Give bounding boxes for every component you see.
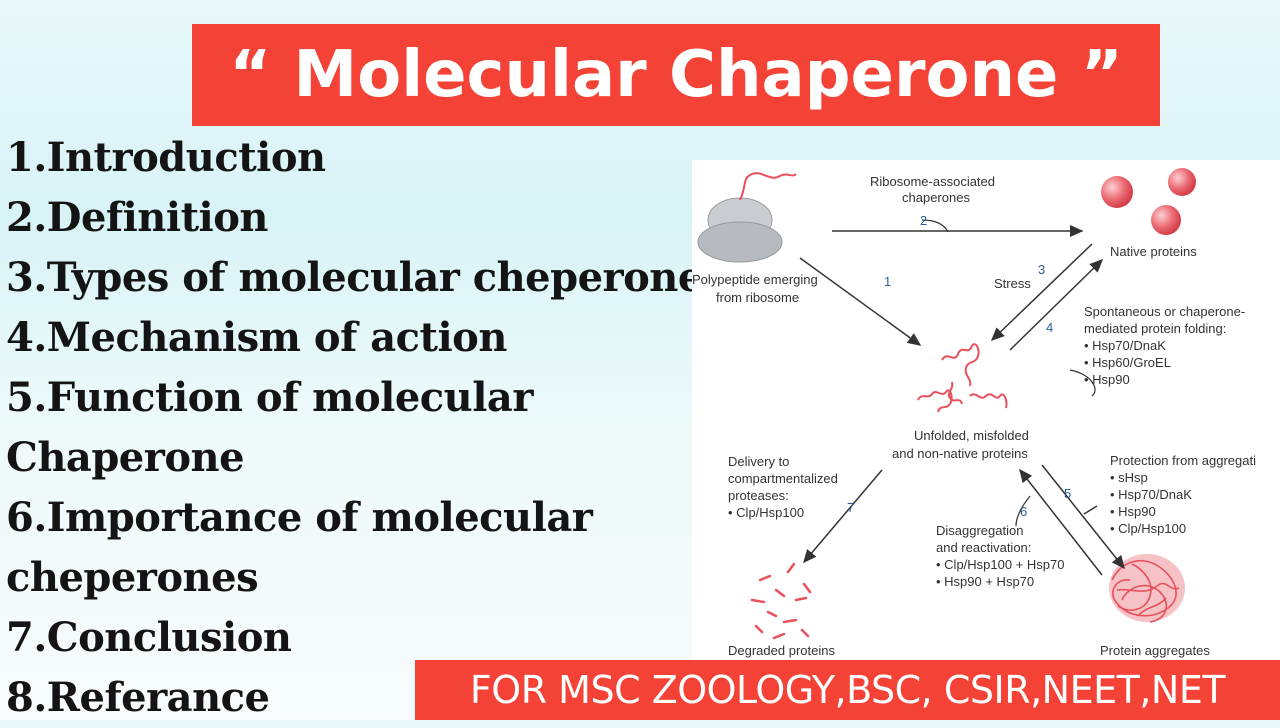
step-number: 6 <box>1020 504 1027 519</box>
arrow-1 <box>799 257 922 346</box>
topic-item: 7.Conclusion <box>6 614 292 661</box>
chaperone-diagram: 2 1 3 4 5 6 7 Ribosome-associated chaper… <box>692 160 1280 660</box>
diagram-label: • Hsp70/DnaK <box>1110 487 1192 502</box>
degraded-proteins-icon <box>750 562 812 640</box>
diagram-label: • Clp/Hsp100 <box>1110 521 1186 536</box>
diagram-label: • Hsp90 <box>1084 372 1130 387</box>
diagram-label: • Hsp90 <box>1110 504 1156 519</box>
ribosome-icon <box>697 172 797 263</box>
diagram-label: and non-native proteins <box>892 446 1028 461</box>
diagram-label: • Clp/Hsp100 + Hsp70 <box>936 557 1064 572</box>
arrow-5 <box>1041 464 1125 570</box>
step-number: 2 <box>920 213 927 228</box>
topic-item: Chaperone <box>6 434 245 481</box>
inhibit-arrow-5 <box>1083 505 1098 515</box>
diagram-label: Spontaneous or chaperone- <box>1084 304 1245 319</box>
diagram-label: compartmentalized <box>728 471 838 486</box>
title-banner: “ Molecular Chaperone ” <box>192 24 1160 126</box>
diagram-label: • Hsp60/GroEL <box>1084 355 1171 370</box>
topic-list: 1.Introduction 2.Definition 3.Types of m… <box>6 128 725 728</box>
diagram-label: Degraded proteins <box>728 643 835 658</box>
arrow-4-branch <box>1069 369 1096 397</box>
diagram-label: • Hsp70/DnaK <box>1084 338 1166 353</box>
diagram-label: proteases: <box>728 488 789 503</box>
diagram-label: Protein aggregates <box>1100 643 1210 658</box>
footer-text: FOR MSC ZOOLOGY,BSC, CSIR,NEET,NET <box>469 668 1226 712</box>
diagram-label: chaperones <box>902 190 970 205</box>
diagram-label: and reactivation: <box>936 540 1031 555</box>
diagram-label: • sHsp <box>1110 470 1148 485</box>
diagram-label: Disaggregation <box>936 523 1023 538</box>
diagram-label: Protection from aggregati <box>1110 453 1256 468</box>
diagram-svg: 2 1 3 4 5 6 7 Ribosome-associated chaper… <box>692 168 1256 658</box>
topic-item: 3.Types of molecular cheperones <box>6 254 725 301</box>
diagram-label: Unfolded, misfolded <box>914 428 1029 443</box>
arrow-7 <box>803 469 883 564</box>
diagram-label: • Clp/Hsp100 <box>728 505 804 520</box>
footer-banner: FOR MSC ZOOLOGY,BSC, CSIR,NEET,NET <box>415 660 1280 720</box>
arrow-4 <box>1009 258 1104 351</box>
arrow-2-branch <box>921 219 949 233</box>
protein-aggregates-icon <box>1109 554 1185 623</box>
arrow-6 <box>1019 468 1103 576</box>
diagram-label: Polypeptide emerging <box>692 272 818 287</box>
arrow-6-branch <box>1015 495 1031 527</box>
topic-item: 4.Mechanism of action <box>6 314 507 361</box>
native-proteins-icon <box>1101 168 1196 235</box>
step-number: 7 <box>847 500 854 515</box>
topic-item: 8.Referance <box>6 674 270 721</box>
step-number: 4 <box>1046 320 1053 335</box>
arrow-3 <box>990 243 1093 342</box>
page-title: “ Molecular Chaperone ” <box>229 38 1123 112</box>
step-number: 1 <box>884 274 891 289</box>
diagram-label: • Hsp90 + Hsp70 <box>936 574 1034 589</box>
diagram-label: Delivery to <box>728 454 789 469</box>
unfolded-proteins-icon <box>917 343 1008 413</box>
topic-item: 5.Function of molecular <box>6 374 533 421</box>
diagram-label: mediated protein folding: <box>1084 321 1226 336</box>
step-number: 5 <box>1064 486 1071 501</box>
step-number: 3 <box>1038 262 1045 277</box>
diagram-label: Native proteins <box>1110 244 1197 259</box>
diagram-label: from ribosome <box>716 290 799 305</box>
topic-item: 6.Importance of molecular <box>6 494 593 541</box>
topic-item: 2.Definition <box>6 194 269 241</box>
topic-item: 1.Introduction <box>6 134 326 181</box>
topic-item: cheperones <box>6 554 259 601</box>
diagram-label: Ribosome-associated <box>870 174 995 189</box>
diagram-label: Stress <box>994 276 1031 291</box>
